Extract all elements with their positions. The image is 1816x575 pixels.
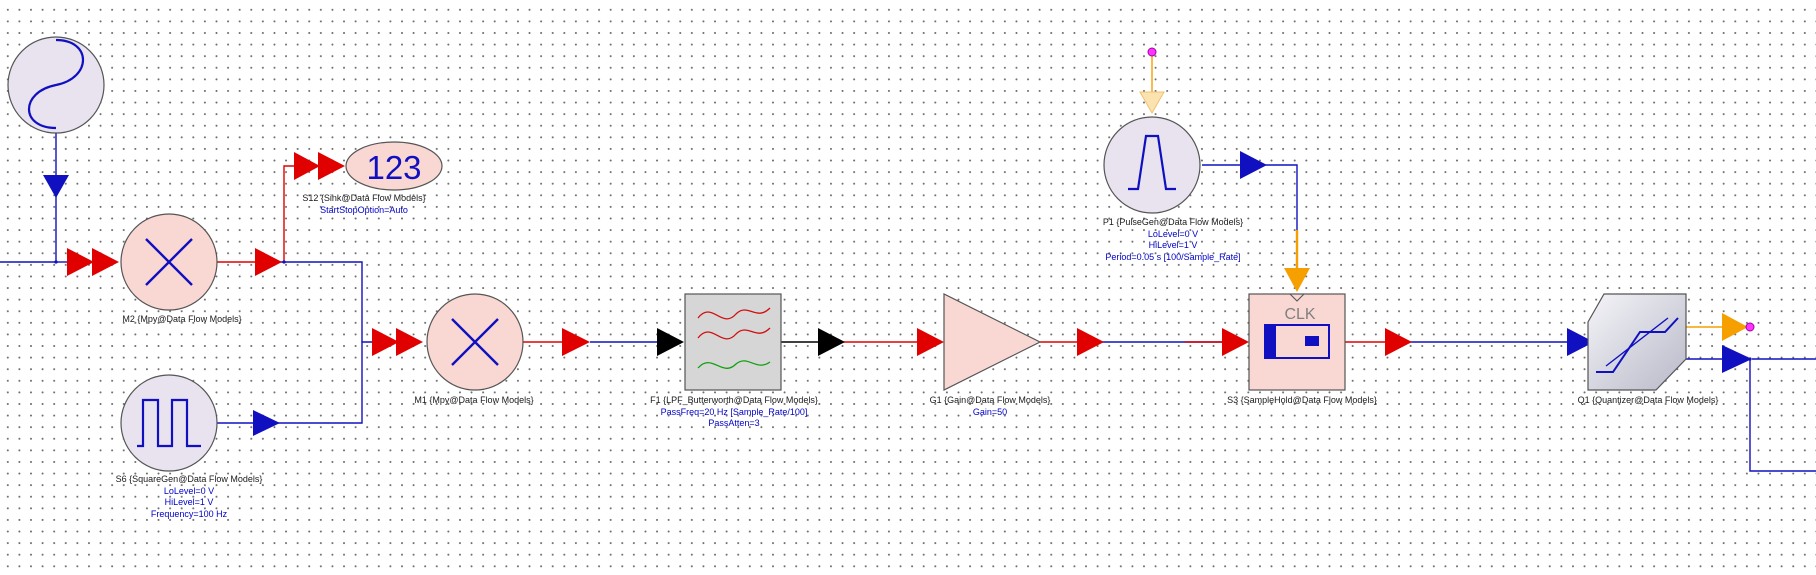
m1-name: M1 {Mpy@Data Flow Models} bbox=[414, 395, 534, 405]
p1-name: P1 {PulseGen@Data Flow Models} bbox=[1102, 217, 1244, 227]
port-s12-in-arrow-2 bbox=[318, 152, 345, 180]
multiply-icon bbox=[145, 238, 193, 286]
port-clk-in-arrow bbox=[1284, 268, 1310, 292]
wire-p1-clk bbox=[1265, 164, 1298, 262]
s6-name: S6 {SquareGen@Data Flow Models} bbox=[115, 474, 263, 484]
sine-wave-icon bbox=[28, 38, 84, 130]
s6-param-lolevel: LoLevel=0 V bbox=[163, 485, 215, 496]
s6-param-frequency: Frequency=100 Hz bbox=[150, 508, 228, 519]
q1-label: Q1 {Quantizer@Data Flow Models} bbox=[1578, 395, 1719, 407]
p1-param-lolevel: LoLevel=0 V bbox=[1147, 228, 1199, 239]
port-q1-orange-arrow bbox=[1722, 313, 1748, 341]
m1-multiplier-block[interactable] bbox=[426, 293, 524, 391]
s6-label: S6 {SquareGen@Data Flow Models} LoLevel=… bbox=[116, 474, 263, 520]
port-s12-in-arrow-1 bbox=[294, 152, 320, 180]
port-s3-in-arrow bbox=[1222, 328, 1249, 356]
f1-param-passatten: PassAtten=3 bbox=[708, 418, 760, 428]
filter-curves-icon bbox=[697, 307, 771, 320]
port-f1-in-arrow bbox=[657, 328, 684, 356]
port-q1-out-arrow bbox=[1722, 345, 1752, 373]
wire-q1-down bbox=[1749, 359, 1816, 472]
port-m1-out-arrow bbox=[562, 328, 590, 356]
port-s6-out-arrow bbox=[253, 410, 280, 436]
f1-lpf-block[interactable] bbox=[684, 293, 782, 391]
p1-pulsegen-block[interactable] bbox=[1103, 116, 1201, 214]
quantizer-icon bbox=[1596, 317, 1679, 373]
port-p1-out-arrow bbox=[1240, 151, 1267, 179]
s12-name: S12 {Sink@Data Flow Models} bbox=[302, 193, 426, 203]
q1-quantizer-block[interactable] bbox=[1587, 293, 1687, 391]
sine-source-block[interactable] bbox=[7, 36, 105, 134]
s6-squaregen-block[interactable] bbox=[120, 374, 218, 472]
square-wave-icon bbox=[137, 398, 201, 448]
f1-label: F1 {LPF_Butterworth@Data Flow Models} Pa… bbox=[650, 395, 818, 430]
wire-m2-junction bbox=[280, 261, 363, 342]
pulse-icon bbox=[1128, 134, 1176, 191]
m2-multiplier-block[interactable] bbox=[120, 213, 218, 311]
pin-q1-orange bbox=[1745, 322, 1755, 332]
s3-name: S3 {SampleHold@Data Flow Models} bbox=[1227, 395, 1377, 405]
s6-param-hilevel: HiLevel=1 V bbox=[164, 497, 214, 507]
port-m1-in-arrow-2 bbox=[396, 328, 423, 356]
port-f1-out-arrow bbox=[818, 328, 845, 356]
clk-notch bbox=[1289, 293, 1305, 302]
port-g1-in-arrow bbox=[917, 328, 944, 356]
port-m2-in-arrow-2 bbox=[92, 248, 119, 276]
p1-param-period: Period=0.05 s [100/Sample_Rate] bbox=[1105, 251, 1241, 262]
port-s3-out-arrow bbox=[1385, 328, 1412, 356]
q1-name: Q1 {Quantizer@Data Flow Models} bbox=[1577, 395, 1719, 405]
s12-sink-block[interactable]: 123 bbox=[345, 141, 443, 191]
junction-dot-3 bbox=[1748, 357, 1752, 361]
multiply-icon bbox=[451, 318, 499, 366]
wire-s6-route bbox=[278, 341, 372, 424]
m1-label: M1 {Mpy@Data Flow Models} bbox=[414, 395, 533, 407]
p1-label: P1 {PulseGen@Data Flow Models} LoLevel=0… bbox=[1103, 217, 1243, 263]
p1-param-hilevel: HiLevel=1 V bbox=[1148, 240, 1198, 250]
sink-value-text: 123 bbox=[366, 149, 421, 186]
port-g1-out-arrow bbox=[1077, 328, 1104, 356]
g1-label: G1 {Gain@Data Flow Models} Gain=50 bbox=[930, 395, 1051, 418]
s3-samplehold-block[interactable]: CLK bbox=[1248, 293, 1346, 391]
clk-text: CLK bbox=[1284, 306, 1315, 323]
f1-name: F1 {LPF_Butterworth@Data Flow Models} bbox=[650, 395, 818, 405]
f1-param-passfreq: PassFreq=20 Hz [Sample_Rate/100] bbox=[660, 406, 808, 417]
port-m2-out-arrow bbox=[255, 248, 282, 276]
port-q1-in-arrow bbox=[1567, 328, 1594, 356]
g1-name: G1 {Gain@Data Flow Models} bbox=[929, 395, 1051, 405]
port-m2-in-arrow-1 bbox=[67, 248, 94, 276]
wire-to-s12 bbox=[283, 165, 294, 262]
g1-gain-block[interactable] bbox=[943, 293, 1042, 391]
junction-dot-1 bbox=[54, 260, 58, 264]
s12-label: S12 {Sink@Data Flow Models} StartStopOpt… bbox=[302, 193, 425, 216]
port-m1-in-arrow-1 bbox=[372, 328, 399, 356]
m2-label: M2 {Mpy@Data Flow Models} bbox=[122, 314, 241, 326]
s12-param-startstop: StartStopOption=Auto bbox=[320, 204, 408, 215]
port-p1-top-arrow bbox=[1139, 91, 1165, 115]
s3-label: S3 {SampleHold@Data Flow Models} bbox=[1227, 395, 1377, 407]
pin-p1-top bbox=[1147, 47, 1157, 57]
port-sine-out-arrow bbox=[43, 175, 69, 198]
junction-dot-2 bbox=[282, 260, 286, 264]
m2-name: M2 {Mpy@Data Flow Models} bbox=[122, 314, 242, 324]
g1-param-gain: Gain=50 bbox=[972, 406, 1008, 417]
